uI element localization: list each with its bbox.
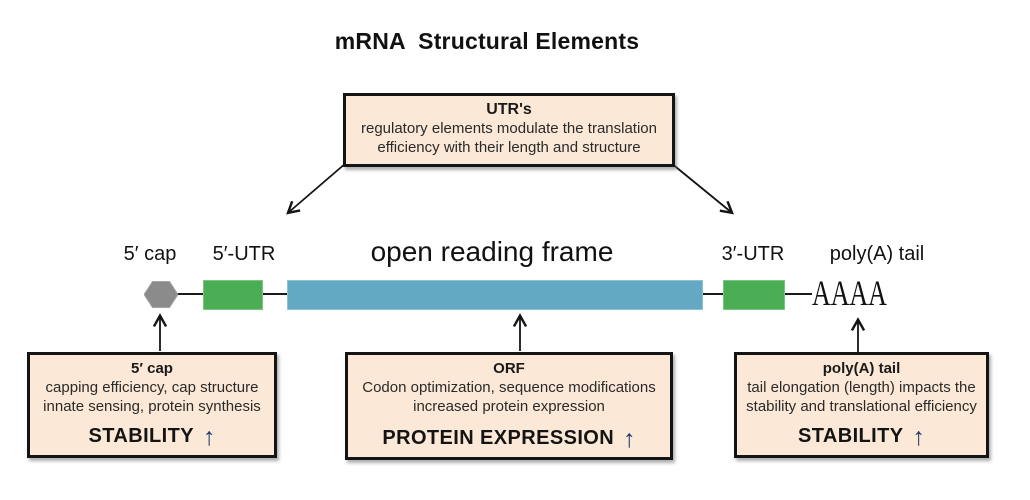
three-utr-segment <box>723 280 785 310</box>
polya-increase-arrow-icon: ↑ <box>912 422 925 451</box>
orf-line2: increased protein expression <box>413 398 605 415</box>
utr-callout-heading: UTR's <box>486 101 532 118</box>
label-open-reading-frame: open reading frame <box>370 236 614 267</box>
orf-segment <box>287 280 703 310</box>
orf-line1: Codon optimization, sequence modificatio… <box>362 379 656 396</box>
five-utr-segment <box>203 280 263 310</box>
utr-callout-box: UTR's regulatory elements modulate the t… <box>343 93 675 167</box>
five-cap-heading: 5′ cap <box>131 360 173 377</box>
figure-title: mRNA Structural Elements <box>334 28 640 54</box>
orf-heading: ORF <box>493 360 525 377</box>
polya-callout-box: poly(A) tail tail elongation (length) im… <box>734 352 989 458</box>
label-3-utr: 3′-UTR <box>721 243 785 265</box>
utr-callout-line1: regulatory elements modulate the transla… <box>360 120 657 137</box>
polya-heading: poly(A) tail <box>822 360 901 377</box>
five-cap-increase-arrow-icon: ↑ <box>202 422 216 451</box>
utr-left-arrow <box>286 162 347 215</box>
polya-impact-label: STABILITY <box>798 425 904 447</box>
polya-line2: stability and translational efficiency <box>746 398 977 415</box>
orf-callout-box: ORF Codon optimization, sequence modific… <box>345 352 673 460</box>
polya-line1: tail elongation (length) impacts the <box>747 379 976 396</box>
polya-impact: STABILITY ↑ <box>798 422 925 451</box>
orf-impact: PROTEIN EXPRESSION ↑ <box>382 424 636 453</box>
five-cap-callout-box: 5′ cap capping efficiency, cap structure… <box>27 352 277 458</box>
label-5-cap: 5′ cap <box>123 243 177 265</box>
five-cap-line2: innate sensing, protein synthesis <box>43 398 261 415</box>
label-5-utr: 5′-UTR <box>212 243 276 265</box>
utr-callout-line2: efficiency with their length and structu… <box>377 139 641 156</box>
orf-increase-arrow-icon: ↑ <box>623 424 636 453</box>
utr-right-arrow <box>670 162 734 215</box>
five-cap-line1: capping efficiency, cap structure <box>45 379 259 396</box>
orf-impact-label: PROTEIN EXPRESSION <box>382 427 615 449</box>
five-cap-impact-label: STABILITY <box>88 425 194 447</box>
five-cap-hexagon-icon <box>144 281 178 308</box>
polya-tail-text: AAAA <box>812 273 887 313</box>
label-polya-tail: poly(A) tail <box>829 243 925 265</box>
five-cap-impact: STABILITY ↑ <box>88 422 216 451</box>
